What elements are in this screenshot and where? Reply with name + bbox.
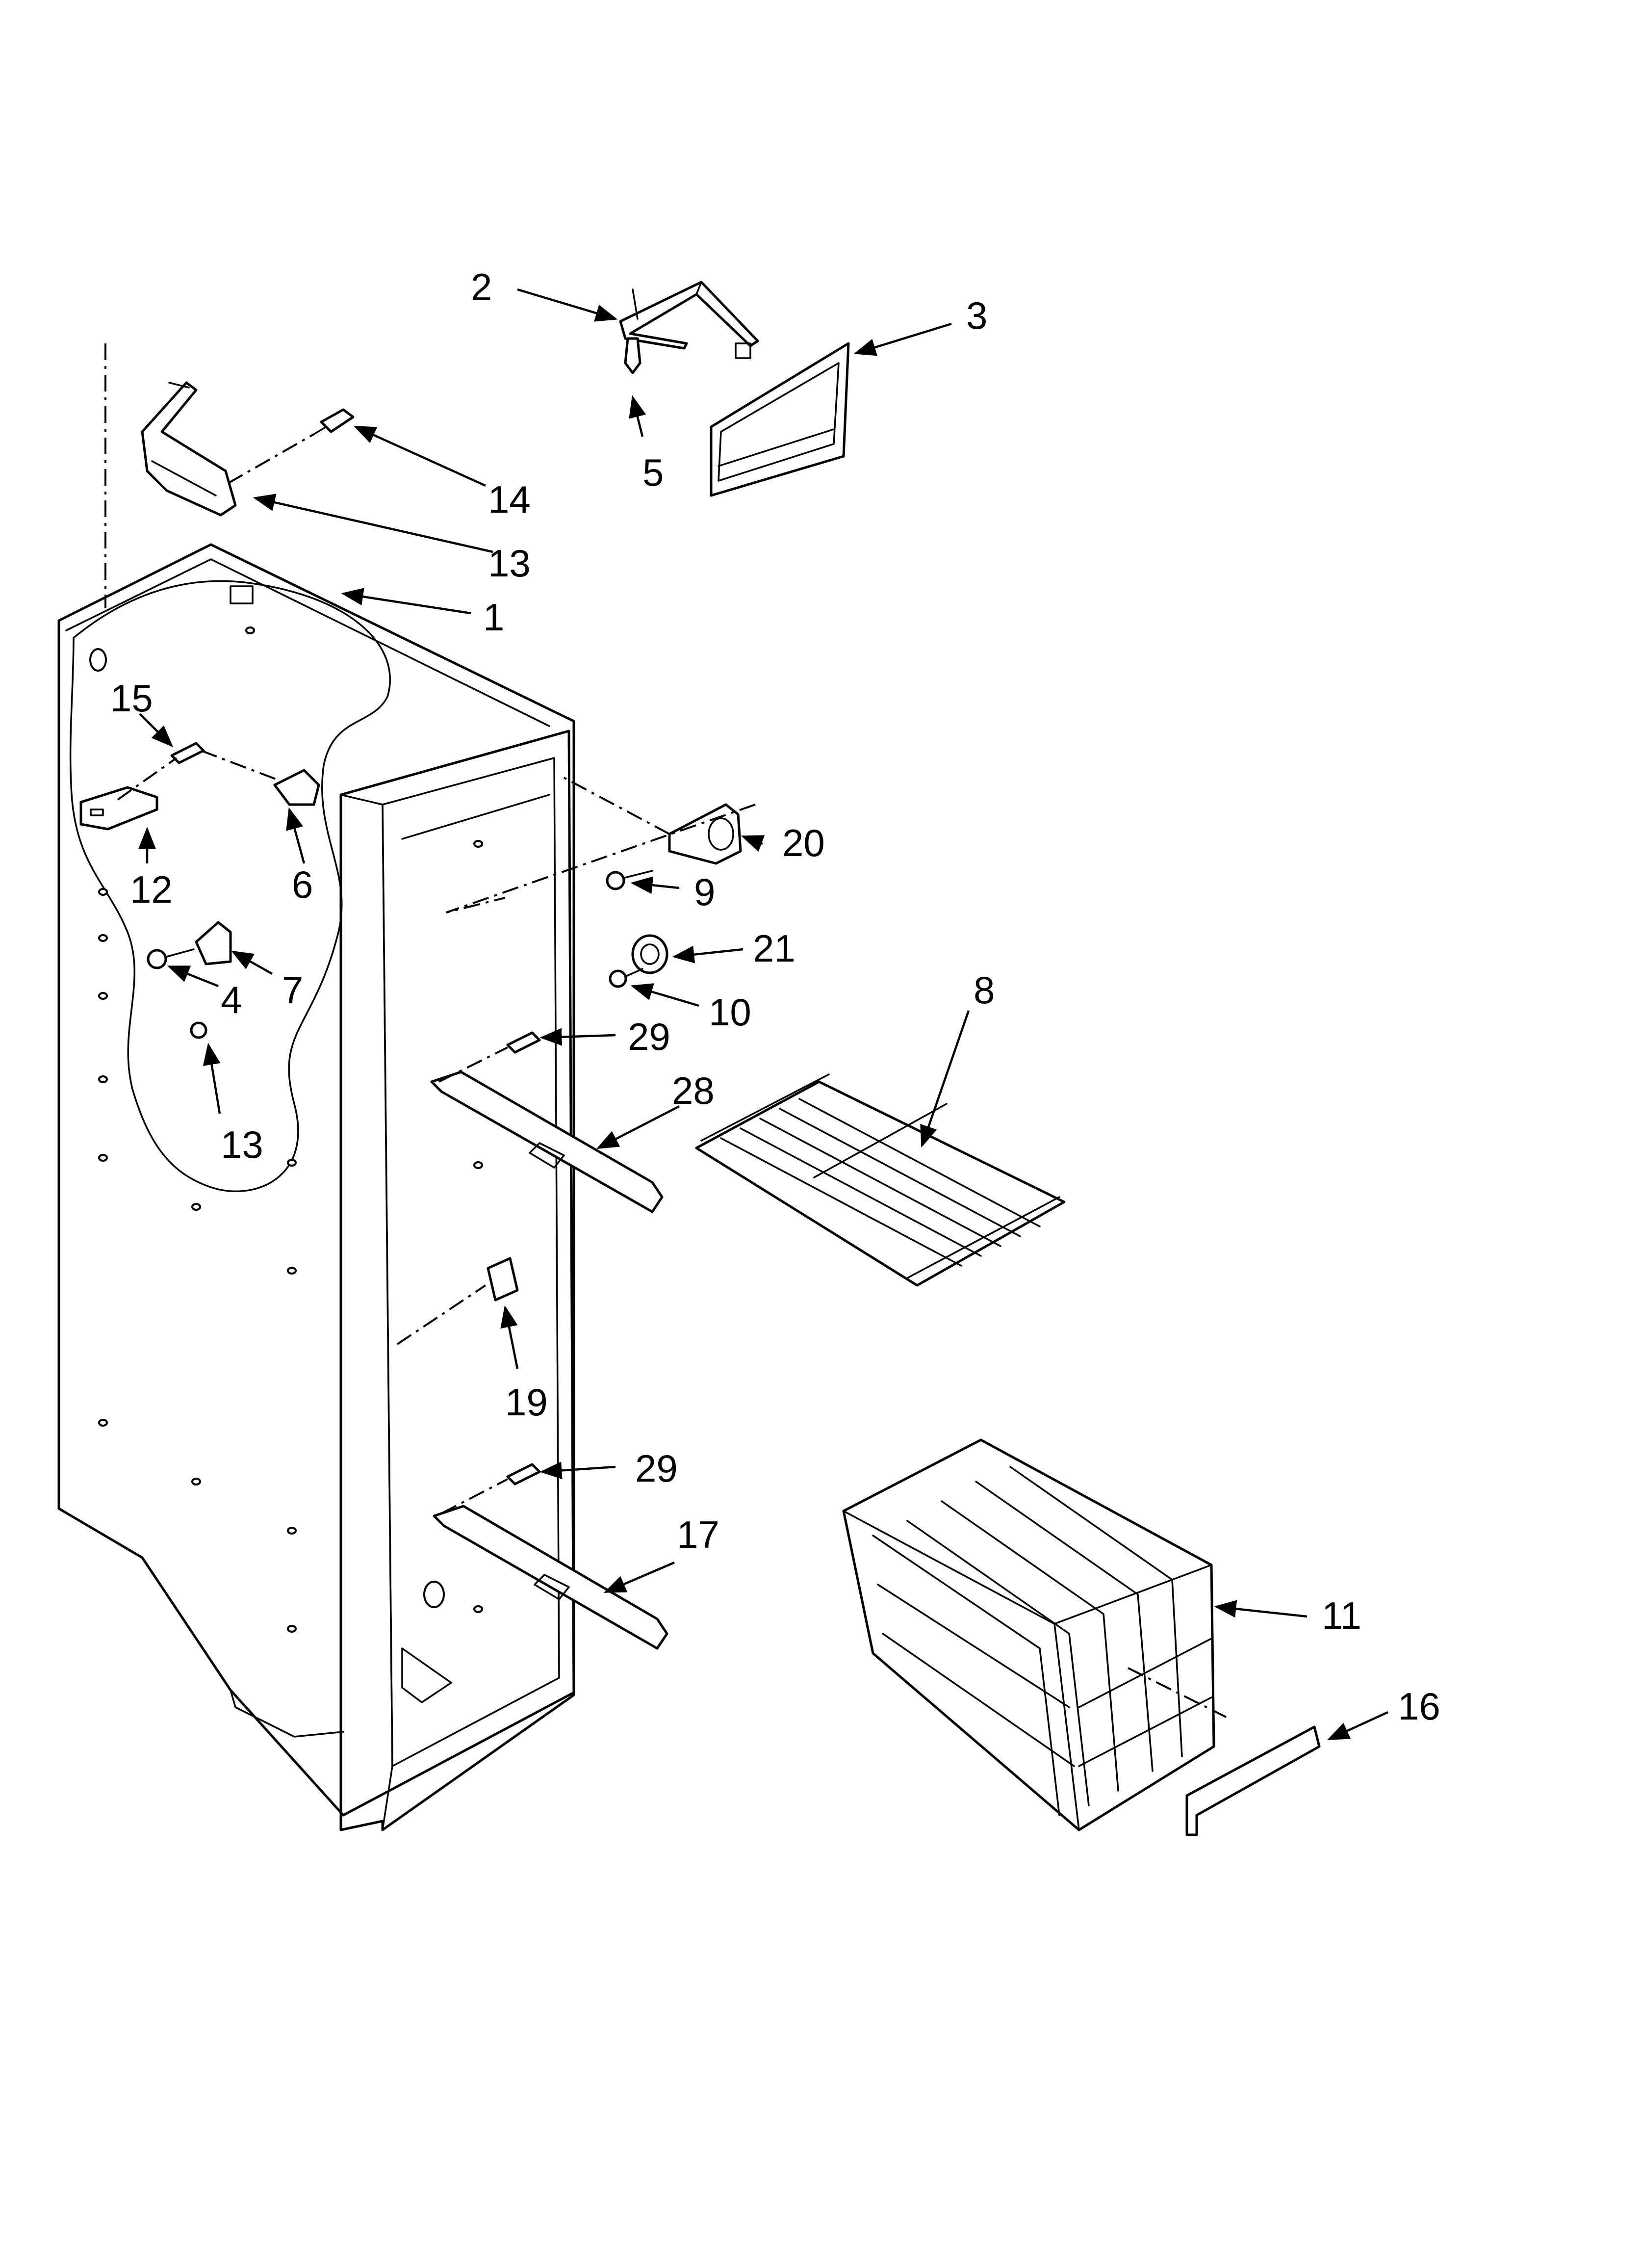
callout-19: 19	[505, 1381, 548, 1424]
part-13-screw	[190, 1021, 207, 1039]
callout-28: 28	[672, 1069, 715, 1112]
callout-21: 21	[753, 927, 795, 970]
callout-17: 17	[677, 1513, 719, 1556]
callout-7: 7	[282, 968, 303, 1012]
part-15-screw-top	[313, 408, 355, 435]
liner-mounting-holes	[89, 626, 483, 1633]
part-29-screw-lower	[506, 1463, 541, 1486]
callout-leaders	[138, 288, 1388, 1741]
callout-10: 10	[709, 991, 751, 1034]
part-7-bracket	[195, 921, 232, 965]
callout-16: 16	[1398, 1685, 1440, 1728]
part-14-bracket	[141, 381, 237, 517]
callout-3: 3	[966, 294, 987, 337]
part-20-mount	[668, 803, 742, 865]
part-12-bracket	[79, 786, 158, 831]
callout-15-top: 14	[488, 478, 531, 521]
freezer-liner	[57, 543, 575, 1831]
callout-11: 11	[1322, 1594, 1361, 1637]
callout-13: 13	[221, 1123, 263, 1166]
callout-1: 1	[483, 596, 504, 639]
callout-4: 4	[221, 978, 242, 1021]
part-19-switch	[487, 1257, 519, 1302]
part-17-rail	[433, 1478, 668, 1650]
part-28-rail	[430, 1046, 664, 1213]
callout-2: 2	[471, 265, 492, 309]
part-6-clip	[273, 769, 320, 806]
callout-labels: 2 3 5 14 13 1 15 12 6 7 4 13 20 9 21 10 …	[110, 265, 1440, 1728]
part-21-roller	[631, 934, 668, 974]
callout-12: 12	[130, 868, 173, 911]
part-9-screw	[606, 870, 653, 890]
part-15-screw-side	[170, 742, 205, 764]
part-4-screw	[147, 948, 195, 969]
callout-5: 5	[642, 451, 664, 494]
part-8-shelf	[695, 1073, 1066, 1287]
part-10-screw	[609, 968, 643, 988]
callout-29-upper: 29	[628, 1015, 670, 1058]
part-29-screw-upper	[506, 1031, 541, 1054]
part-11-basket	[842, 1438, 1215, 1831]
part-16-strip	[1185, 1725, 1321, 1836]
callout-29-lower: 29	[635, 1447, 678, 1490]
callout-14: 13	[488, 542, 531, 585]
callout-15-side: 15	[110, 677, 153, 720]
part-5-screw	[624, 337, 641, 374]
callout-6: 6	[292, 863, 313, 906]
callout-8: 8	[974, 968, 995, 1012]
callout-20: 20	[782, 821, 825, 864]
callout-9: 9	[694, 870, 715, 913]
part-3-cover	[710, 342, 850, 497]
part-2-support	[619, 281, 759, 350]
